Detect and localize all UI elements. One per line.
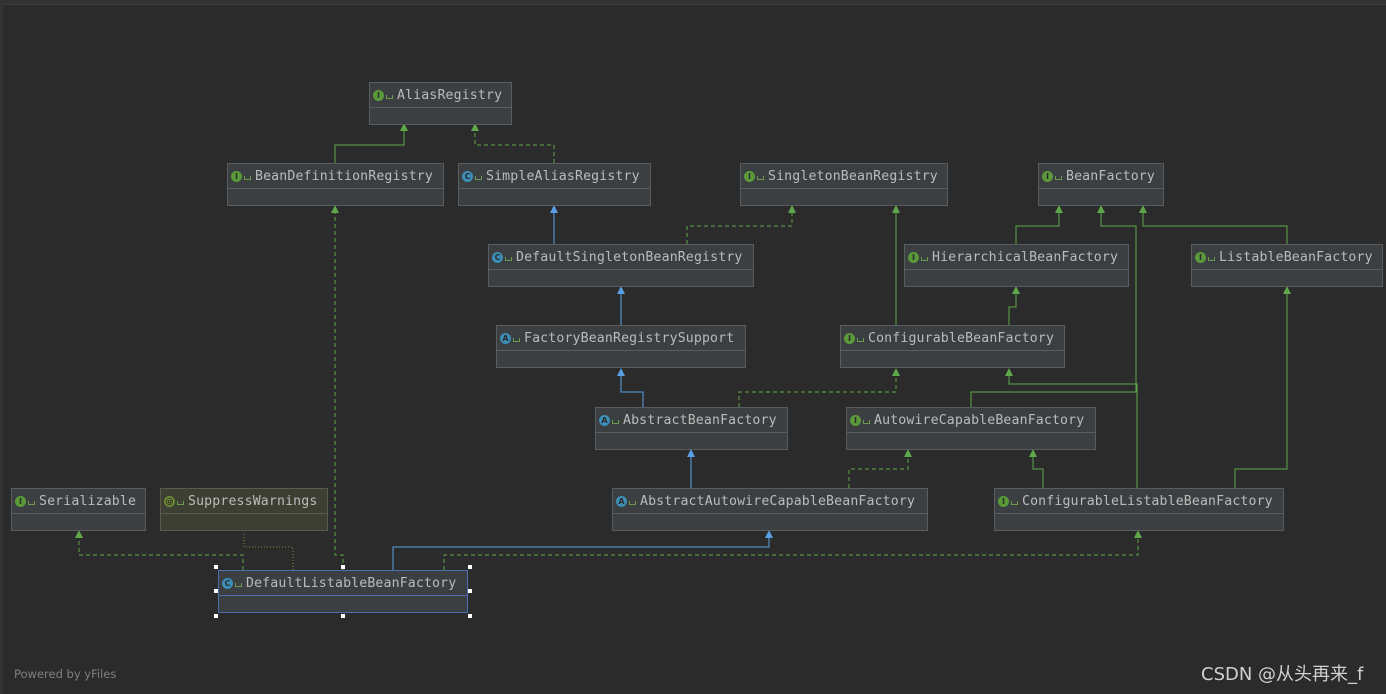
node-autowire-capable-bean-factory[interactable]: I AutowireCapableBeanFactory: [846, 407, 1096, 450]
node-default-singleton-bean-registry[interactable]: C DefaultSingletonBeanRegistry: [488, 244, 754, 287]
node-abstract-bean-factory[interactable]: A AbstractBeanFactory: [595, 407, 788, 450]
class-icon: C: [462, 170, 482, 182]
node-bean-definition-registry[interactable]: I BeanDefinitionRegistry: [227, 163, 444, 206]
edge-abstractbeanfactory-factorybeanregistrysupport: [617, 368, 644, 407]
resize-handle[interactable]: [341, 565, 345, 569]
node-label: AbstractBeanFactory: [623, 412, 777, 428]
edge-hierarchical-beanfactory: [1015, 205, 1063, 244]
edge-configurablelistable-listable: [1234, 286, 1291, 488]
editor-tab-strip: [0, 0, 1386, 5]
annotation-icon: @: [164, 495, 184, 507]
abstract-class-icon: A: [616, 495, 636, 507]
node-label: SingletonBeanRegistry: [768, 168, 938, 184]
edge-autowirecapable-beanfactory: [970, 205, 1137, 407]
interface-icon: I: [850, 414, 870, 426]
edge-defaultsingleton-singletonregistry: [686, 205, 796, 244]
interface-icon: I: [998, 495, 1018, 507]
node-abstract-autowire-capable-bean-factory[interactable]: A AbstractAutowireCapableBeanFactory: [612, 488, 928, 531]
node-label: HierarchicalBeanFactory: [932, 249, 1119, 265]
powered-by-label: Powered by yFiles: [14, 667, 117, 681]
edge-defaultlistable-configurablelistable: [443, 530, 1142, 570]
resize-handle[interactable]: [468, 589, 472, 593]
node-label: ListableBeanFactory: [1219, 249, 1373, 265]
interface-icon: I: [908, 251, 928, 263]
node-alias-registry[interactable]: I AliasRegistry: [369, 82, 512, 125]
edge-abstractautowire-autowirecapable: [848, 449, 912, 488]
node-label: AliasRegistry: [397, 87, 503, 103]
edge-configurablelistable-configurable: [1005, 368, 1138, 488]
resize-handle[interactable]: [214, 565, 218, 569]
node-label: AutowireCapableBeanFactory: [874, 412, 1085, 428]
watermark: CSDN @从头再来_f: [1201, 664, 1364, 685]
node-configurable-bean-factory[interactable]: I ConfigurableBeanFactory: [840, 325, 1065, 368]
node-label: AbstractAutowireCapableBeanFactory: [640, 493, 916, 509]
edge-defaultlistable-beandefinitionregistry: [331, 205, 344, 570]
class-icon: C: [492, 251, 512, 263]
node-default-listable-bean-factory[interactable]: C DefaultListableBeanFactory: [218, 570, 468, 613]
resize-handle[interactable]: [214, 589, 218, 593]
class-icon: C: [222, 577, 242, 589]
node-label: DefaultSingletonBeanRegistry: [516, 249, 743, 265]
edge-simplealiasregistry-aliasregistry: [471, 123, 555, 163]
interface-icon: I: [1195, 251, 1215, 263]
node-label: SimpleAliasRegistry: [486, 168, 640, 184]
node-label: BeanDefinitionRegistry: [255, 168, 433, 184]
edge-beandefinitionregistry-aliasregistry: [334, 123, 408, 163]
node-label: DefaultListableBeanFactory: [246, 575, 457, 591]
edge-defaultlistable-abstractautowire: [392, 530, 773, 570]
node-serializable[interactable]: I Serializable: [11, 488, 146, 531]
node-label: FactoryBeanRegistrySupport: [524, 330, 735, 346]
node-label: SuppressWarnings: [188, 493, 318, 509]
node-simple-alias-registry[interactable]: C SimpleAliasRegistry: [458, 163, 651, 206]
resize-handle[interactable]: [341, 614, 345, 618]
interface-icon: I: [744, 170, 764, 182]
resize-handle[interactable]: [214, 614, 218, 618]
node-singleton-bean-registry[interactable]: I SingletonBeanRegistry: [740, 163, 948, 206]
node-label: ConfigurableBeanFactory: [868, 330, 1055, 346]
edge-listable-beanfactory: [1139, 205, 1288, 244]
node-bean-factory[interactable]: I BeanFactory: [1038, 163, 1164, 206]
interface-icon: I: [231, 170, 251, 182]
node-suppress-warnings[interactable]: @ SuppressWarnings: [160, 488, 328, 531]
node-label: Serializable: [39, 493, 137, 509]
edge-defaultlistable-serializable: [75, 530, 244, 570]
interface-icon: I: [15, 495, 35, 507]
interface-icon: I: [844, 332, 864, 344]
interface-icon: I: [1042, 170, 1062, 182]
edge-abstractbeanfactory-configurable: [738, 368, 900, 407]
node-hierarchical-bean-factory[interactable]: I HierarchicalBeanFactory: [904, 244, 1129, 287]
edge-defaultlistable-suppresswarnings: [243, 534, 294, 570]
node-factory-bean-registry-support[interactable]: A FactoryBeanRegistrySupport: [496, 325, 746, 368]
abstract-class-icon: A: [500, 332, 520, 344]
node-configurable-listable-bean-factory[interactable]: I ConfigurableListableBeanFactory: [994, 488, 1284, 531]
node-label: ConfigurableListableBeanFactory: [1022, 493, 1273, 509]
resize-handle[interactable]: [468, 614, 472, 618]
editor-gutter: [0, 0, 3, 694]
resize-handle[interactable]: [468, 565, 472, 569]
edge-configurable-hierarchical: [1008, 286, 1020, 325]
edge-configurablelistable-autowirecapable: [1029, 449, 1044, 488]
node-label: BeanFactory: [1066, 168, 1155, 184]
abstract-class-icon: A: [599, 414, 619, 426]
node-listable-bean-factory[interactable]: I ListableBeanFactory: [1191, 244, 1383, 287]
interface-icon: I: [373, 89, 393, 101]
